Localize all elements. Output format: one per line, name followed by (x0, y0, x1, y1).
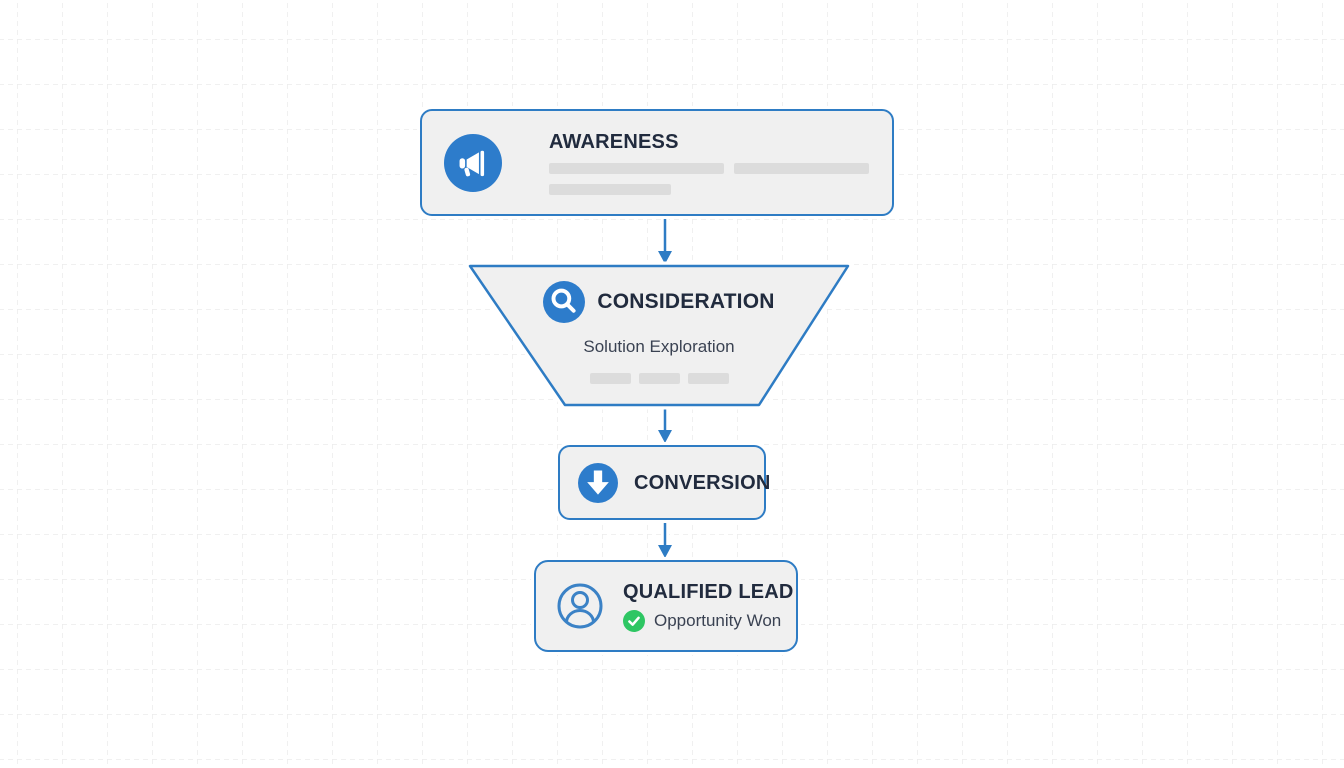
placeholder-bar (549, 183, 671, 195)
megaphone-icon (444, 133, 502, 192)
awareness-content: AWARENESS (549, 131, 869, 195)
check-icon (623, 609, 645, 632)
placeholder-bar (549, 162, 724, 174)
qualified-lead-status: Opportunity Won (654, 610, 782, 630)
placeholder-bar (589, 373, 631, 384)
awareness-label: AWARENESS (549, 130, 679, 153)
qualified-lead-label: QUALIFIED LEAD (623, 580, 794, 603)
placeholder-bar (687, 373, 729, 384)
placeholder-bar (638, 373, 680, 384)
node-awareness[interactable]: AWARENESS (420, 109, 894, 216)
arrow-down-icon (578, 462, 618, 503)
node-consideration[interactable]: CONSIDERATION Solution Exploration (470, 265, 848, 406)
placeholder-bar (734, 162, 869, 174)
placeholder-row (549, 162, 869, 174)
node-conversion[interactable]: CONVERSION (558, 445, 770, 520)
search-icon (543, 281, 586, 323)
consideration-sublabel: Solution Exploration (583, 337, 735, 356)
node-qualified-lead[interactable]: QUALIFIED LEAD Opportunity Won (534, 560, 798, 652)
arrow-consideration-to-conversion (658, 407, 672, 443)
placeholder-row (549, 183, 869, 195)
placeholder-row (589, 373, 729, 384)
conversion-label: CONVERSION (634, 471, 771, 494)
arrow-awareness-to-consideration (658, 217, 672, 264)
consideration-label: CONSIDERATION (597, 290, 775, 314)
qualified-lead-content: QUALIFIED LEAD Opportunity Won (623, 581, 794, 632)
arrow-conversion-to-qualified-lead (658, 521, 672, 558)
user-icon (556, 582, 604, 630)
status-row: Opportunity Won (623, 609, 794, 632)
consideration-head: CONSIDERATION (543, 281, 774, 323)
